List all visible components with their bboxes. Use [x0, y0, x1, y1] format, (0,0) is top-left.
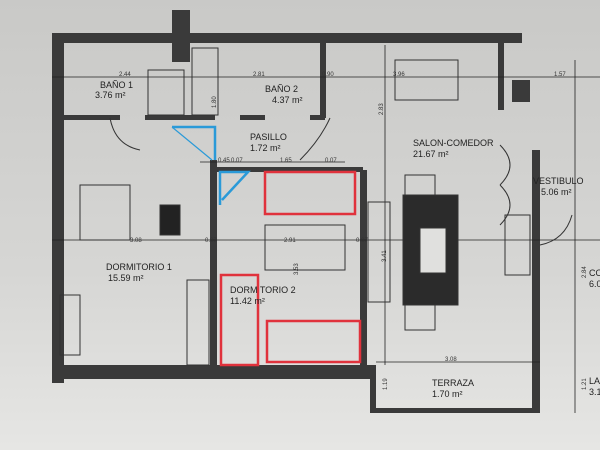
dim-label: 0.07	[231, 158, 243, 164]
dim-label: 0.07	[205, 238, 217, 244]
red-highlight	[219, 170, 362, 367]
furniture	[59, 47, 573, 366]
dim-label: 2.44	[119, 72, 131, 78]
dim-label: 2.84	[582, 266, 588, 278]
room-vestibulo-name: VESTIBULO	[533, 176, 584, 186]
red-box-left	[219, 273, 260, 367]
room-dorm1-area: 15.59 m²	[108, 273, 144, 283]
dim-label: 3.53	[294, 263, 300, 275]
room-vestibulo-area: 5.06 m²	[541, 187, 572, 197]
room-terraza-area: 1.70 m²	[432, 389, 463, 399]
dim-label: 1.80	[212, 96, 218, 108]
room-lavadero-area: 3.1	[589, 387, 600, 397]
dim-label: 2.81	[253, 72, 265, 78]
room-bano2-area: 4.37 m²	[272, 95, 303, 105]
room-bano2-name: BAÑO 2	[265, 84, 299, 94]
dim-label: 3.96	[393, 72, 405, 78]
room-dorm2-area: 11.42 m²	[230, 296, 265, 306]
dim-label: 2.83	[379, 103, 385, 115]
dim-label: 0.07	[325, 158, 337, 164]
room-pasillo-area: 1.72 m²	[250, 143, 281, 153]
dimension-lines	[52, 45, 600, 413]
dim-label: 0.07	[356, 238, 368, 244]
dim-label: 3.08	[130, 238, 142, 244]
dim-label: 2.91	[284, 238, 296, 244]
room-dorm2-name: DORM TORIO 2	[230, 285, 296, 295]
room-lavadero-name: LA	[589, 376, 600, 386]
dim-label: 1.57	[554, 72, 566, 78]
dim-label: 1.19	[383, 378, 389, 390]
room-cocina-name: CO	[589, 268, 600, 278]
room-salon-name: SALON-COMEDOR	[413, 138, 494, 148]
room-bano1-area: 3.76 m²	[95, 90, 126, 100]
dim-label: 1.65	[280, 158, 292, 164]
red-box-bottom	[265, 319, 362, 364]
room-dorm1-name: DORMITORIO 1	[106, 262, 172, 272]
blue-highlight	[171, 125, 251, 205]
room-salon-area: 21.67 m²	[413, 149, 449, 159]
room-bano1-name: BAÑO 1	[100, 80, 134, 90]
dim-label: 0.90	[322, 72, 334, 78]
dim-label: 1.21	[582, 378, 588, 390]
room-cocina-area: 6.0	[589, 279, 600, 289]
dim-label: 0.45	[218, 158, 230, 164]
room-pasillo-name: PASILLO	[250, 132, 287, 142]
dim-label: 3.08	[445, 357, 457, 363]
walls	[52, 10, 540, 413]
room-terraza-name: TERRAZA	[432, 378, 475, 388]
dim-label: 3.41	[382, 250, 388, 262]
red-box-top	[263, 170, 357, 216]
